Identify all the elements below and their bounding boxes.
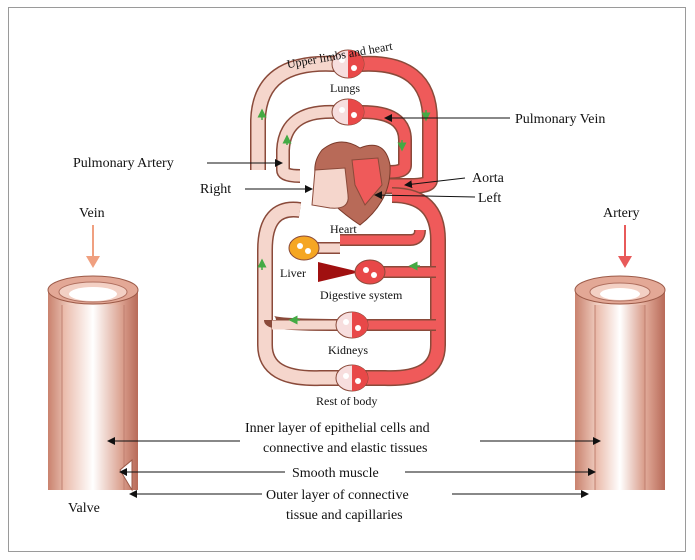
pulmonary-artery-label: Pulmonary Artery (73, 156, 174, 171)
inner-layer-label-line1: Inner layer of epithelial cells and (245, 421, 430, 436)
smooth-muscle-label: Smooth muscle (292, 466, 379, 481)
kidneys-label: Kidneys (328, 343, 368, 357)
rest-of-body-capillaries (336, 365, 368, 391)
artery-label: Artery (603, 206, 640, 221)
liver-label: Liver (280, 266, 306, 280)
liver-capillaries (289, 236, 319, 260)
vein-arrow (86, 225, 100, 268)
rest-of-body-label: Rest of body (316, 394, 377, 408)
artery-arrow (618, 225, 632, 268)
heart-label: Heart (330, 222, 357, 236)
right-heart-chambers (312, 168, 348, 208)
capillary-beds (289, 50, 385, 391)
lungs-label: Lungs (330, 81, 360, 95)
left-label: Left (478, 191, 501, 206)
outer-layer-label-line1: Outer layer of connective (266, 488, 409, 503)
aorta-label: Aorta (472, 171, 505, 186)
lungs-capillaries (332, 99, 364, 125)
digestive-capillaries (318, 260, 385, 284)
vein-label: Vein (79, 206, 105, 221)
right-label: Right (200, 182, 231, 197)
artery-cylinder (575, 276, 665, 490)
vein-cylinder (48, 276, 138, 490)
outer-layer-label-line2: tissue and capillaries (286, 508, 403, 523)
heart-illustration (312, 142, 390, 225)
valve-label: Valve (68, 501, 100, 516)
pulmonary-vein-label: Pulmonary Vein (515, 112, 605, 127)
kidneys-capillaries (336, 312, 368, 338)
inner-layer-label-line2: connective and elastic tissues (263, 441, 427, 456)
body-artery (365, 195, 438, 378)
digestive-label: Digestive system (320, 288, 403, 302)
